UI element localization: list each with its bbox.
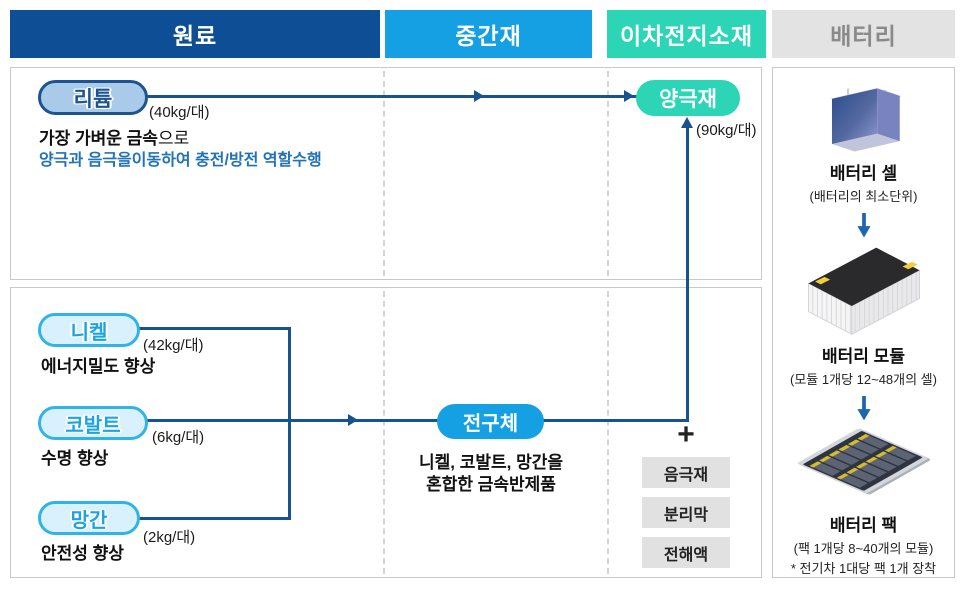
cathode-amount: (90kg/대): [696, 122, 757, 139]
pill-lithium: 리튬: [38, 80, 148, 115]
cobalt-description: 수명 향상: [41, 449, 109, 468]
manganese-connector-line: [139, 517, 291, 520]
arrowhead-up-icon: [681, 117, 693, 128]
precursor-to-cathode-line: [686, 121, 689, 422]
lithium-description: 가장 가벼운 금속으로: [39, 124, 189, 149]
cobalt-amount: (6kg/대): [152, 429, 205, 446]
manganese-description: 안전성 향상: [41, 544, 124, 563]
battery-module-title: 배터리 모듈: [822, 346, 905, 366]
precursor-out-line: [543, 419, 689, 422]
cobalt-to-precursor-line: [147, 419, 440, 422]
battery-pack-subtitle: (팩 1개당 8~40개의 모듈): [793, 541, 934, 557]
arrowhead-right-icon: [348, 414, 358, 426]
battery-pack-illustration: [797, 428, 930, 495]
arrow-down-icon: [856, 395, 871, 421]
precursor-description-line1: 니켈, 코발트, 망간을: [418, 453, 563, 472]
pill-cobalt: 코발트: [38, 406, 148, 440]
column-divider-dashed: [607, 71, 609, 276]
plus-sign: +: [677, 418, 695, 451]
pill-manganese: 망간: [38, 501, 140, 535]
lithium-to-cathode-line: [146, 95, 638, 98]
pill-nickel: 니켈: [38, 313, 140, 347]
arrowhead-right-icon: [624, 90, 634, 102]
battery-panel: 배터리 셀 (배터리의 최소단위) 배터리 모듈 (모듈 1개당 12~48개의…: [772, 67, 955, 578]
battery-cell-subtitle: (배터리의 최소단위): [809, 189, 918, 205]
battery-pack-title: 배터리 팩: [829, 516, 898, 536]
battery-cell-title: 배터리 셀: [829, 164, 898, 184]
nickel-amount: (42kg/대): [143, 337, 204, 354]
material-box-electrolyte: 전해액: [642, 537, 730, 568]
arrowhead-right-icon: [474, 90, 484, 102]
material-box-separator: 분리막: [642, 497, 730, 528]
column-divider-dashed: [383, 71, 385, 276]
lithium-description-bold: 가장 가벼운 금속: [39, 129, 158, 148]
battery-module-subtitle: (모듈 1개당 12~48개의 셀): [790, 371, 937, 387]
material-box-anode: 음극재: [642, 457, 730, 488]
header-raw-materials: 원료: [10, 10, 380, 58]
header-intermediates: 중간재: [385, 10, 592, 58]
nickel-connector-line: [139, 327, 291, 330]
header-battery-materials: 이차전지소재: [607, 10, 766, 58]
header-battery: 배터리: [772, 10, 955, 58]
nickel-description: 에너지밀도 향상: [41, 357, 156, 376]
battery-module-illustration: [807, 247, 920, 335]
battery-cell-illustration: [829, 87, 901, 152]
pill-precursor: 전구체: [437, 404, 544, 439]
column-divider-dashed: [607, 291, 609, 574]
column-divider-dashed: [383, 291, 385, 574]
manganese-amount: (2kg/대): [143, 529, 196, 546]
precursor-description-line2: 혼합한 금속반제품: [426, 475, 556, 494]
arrow-down-icon: [856, 213, 871, 238]
lithium-role-description: 양극과 음극을이동하여 충전/방전 역할수행: [39, 152, 322, 169]
lithium-amount: (40kg/대): [149, 104, 210, 121]
metals-merge-line: [288, 327, 291, 520]
lithium-description-tail: 으로: [157, 129, 190, 148]
pill-cathode-material: 양극재: [636, 80, 740, 116]
battery-pack-note: * 전기차 1대당 팩 1개 장착: [790, 561, 937, 577]
